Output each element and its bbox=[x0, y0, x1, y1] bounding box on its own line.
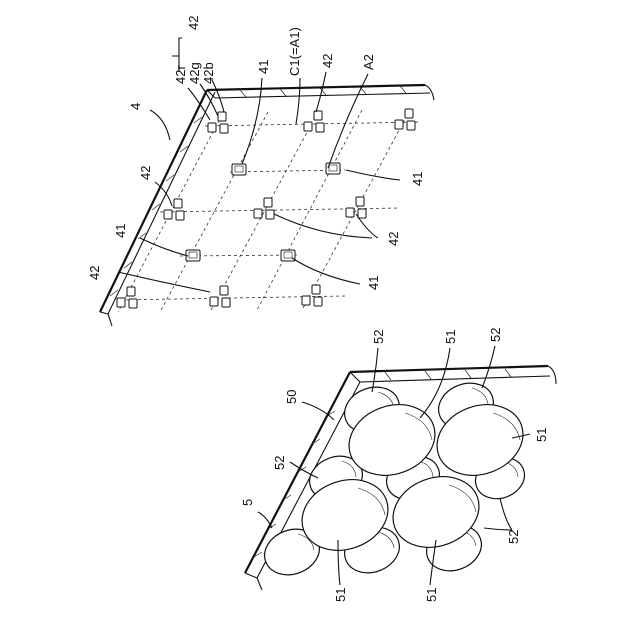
led-single-1 bbox=[232, 164, 246, 175]
label-a2: A2 bbox=[361, 54, 376, 70]
label-51-top: 51 bbox=[443, 330, 458, 344]
led-triad-3 bbox=[395, 109, 415, 130]
led-triad-9 bbox=[302, 285, 322, 306]
substrate-left-edge bbox=[100, 90, 207, 312]
label-51-right: 51 bbox=[534, 428, 549, 442]
led-single-2 bbox=[326, 163, 340, 174]
led-triad-5 bbox=[254, 198, 274, 219]
label-42-center: 42 bbox=[386, 232, 401, 246]
label-41-right-lower: 41 bbox=[366, 276, 381, 290]
led-triad-4 bbox=[164, 199, 184, 220]
label-41-right-upper: 41 bbox=[410, 172, 425, 186]
label-41-top: 41 bbox=[256, 60, 271, 74]
label-51-bottom-left: 51 bbox=[333, 588, 348, 602]
label-42-top: 42 bbox=[186, 16, 201, 30]
substrate-left-hatching bbox=[110, 117, 202, 296]
label-5: 5 bbox=[240, 499, 255, 506]
leader-lines-upper bbox=[118, 38, 400, 292]
label-42b: 42b bbox=[201, 62, 216, 84]
led-triad-8 bbox=[210, 286, 230, 307]
label-50: 50 bbox=[284, 390, 299, 404]
label-42-left-lower: 42 bbox=[87, 266, 102, 280]
label-42-upper: 42 bbox=[320, 54, 335, 68]
label-41-left: 41 bbox=[113, 224, 128, 238]
led-single-4 bbox=[281, 250, 295, 261]
label-42g: 42g bbox=[187, 62, 202, 84]
substrate-top-edge-inner bbox=[215, 93, 430, 98]
label-52-top-left: 52 bbox=[371, 330, 386, 344]
substrate-left-edge-back bbox=[100, 312, 112, 326]
label-42r: 42r bbox=[173, 65, 188, 84]
label-42-left-upper: 42 bbox=[138, 166, 153, 180]
sheet-top-edge bbox=[350, 366, 548, 372]
substrate-left-edge-inner bbox=[108, 92, 215, 314]
sheet-right-curl bbox=[548, 366, 556, 384]
led-substrate-4: 4 42 42r 42g 42b 41 C1(=A1) 42 A2 42 41 … bbox=[87, 16, 434, 326]
label-52-left: 52 bbox=[272, 456, 287, 470]
lens-sheet-5: 5 50 52 51 52 51 52 52 51 51 bbox=[240, 328, 556, 602]
substrate-top-edge bbox=[207, 85, 425, 90]
label-52-top-right: 52 bbox=[488, 328, 503, 342]
label-c1: C1(=A1) bbox=[287, 27, 302, 76]
led-triad-2 bbox=[304, 111, 324, 132]
sheet-bottom-fold bbox=[245, 573, 262, 590]
sheet-corner bbox=[350, 372, 360, 382]
label-52-bottom-right: 52 bbox=[506, 530, 521, 544]
label-4: 4 bbox=[128, 103, 143, 110]
label-51-bottom: 51 bbox=[424, 588, 439, 602]
